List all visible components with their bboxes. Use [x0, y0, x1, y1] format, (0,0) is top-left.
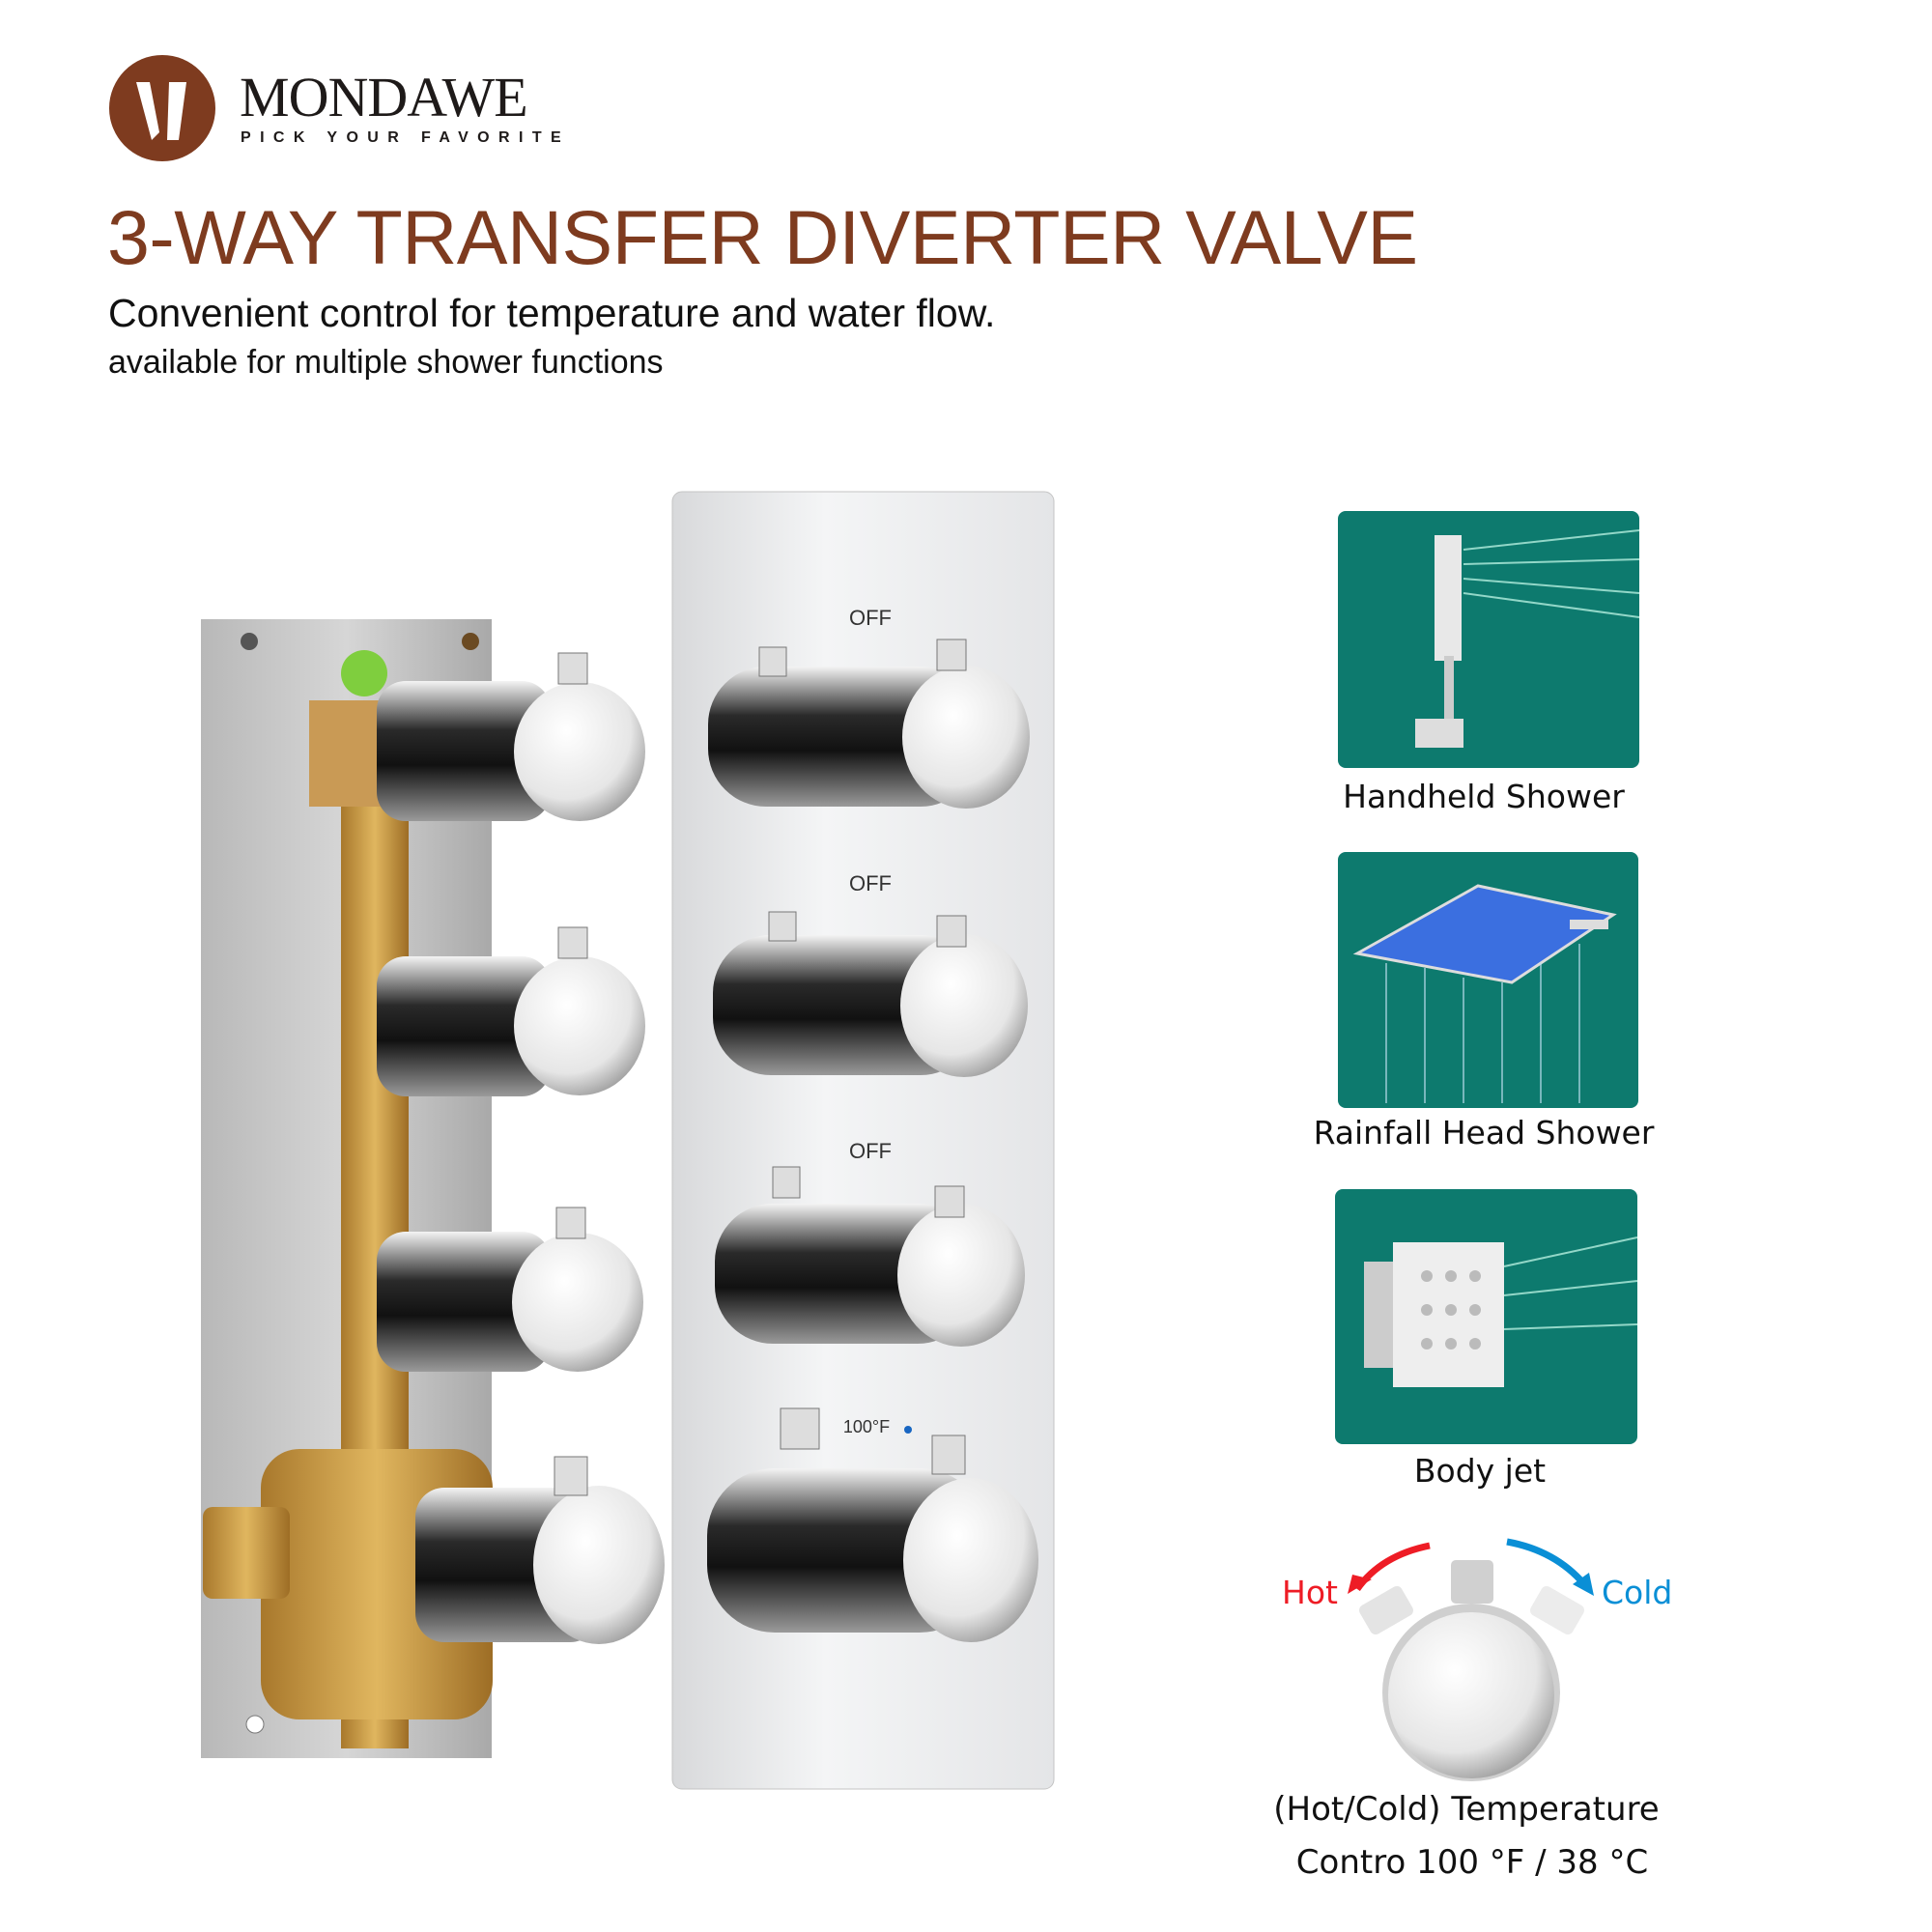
brand-tagline: PICK YOUR FAVORITE: [241, 129, 571, 146]
handheld-shower-image: [1338, 511, 1639, 768]
temperature-caption-line2: Contro 100 °F / 38 °C: [1295, 1843, 1649, 1882]
thermostat-diagram-knob: [1359, 1560, 1584, 1781]
subtitle-secondary: available for multiple shower functions: [108, 344, 664, 381]
body-jet-image: [1335, 1189, 1637, 1444]
thermostat-knob[interactable]: [707, 1407, 1038, 1642]
hot-label: Hot: [1282, 1574, 1338, 1611]
rough-in-knobs: [377, 652, 665, 1644]
off-label-2: OFF: [849, 871, 892, 895]
handheld-shower-icon: [1415, 529, 1639, 748]
rough-in-valve: [201, 619, 665, 1758]
logo-m-icon: [136, 82, 186, 140]
brand-name: MONDAWE: [240, 66, 528, 128]
diverter-knob-bodyjet[interactable]: [715, 1166, 1025, 1347]
off-label-1: OFF: [849, 606, 892, 630]
hot-arrow-icon: [1354, 1542, 1431, 1592]
caption-rainfall: Rainfall Head Shower: [1313, 1114, 1655, 1151]
body-jet-icon: [1364, 1236, 1637, 1387]
brand-logo: [109, 55, 215, 161]
off-label-3: OFF: [849, 1139, 892, 1163]
diverter-knob-handheld[interactable]: [708, 639, 1030, 809]
rainfall-shower-icon: [1352, 884, 1617, 1103]
cold-arrow-icon: [1506, 1538, 1587, 1587]
level-bubble-icon: [341, 650, 387, 696]
caption-handheld: Handheld Shower: [1343, 778, 1625, 815]
diverter-knob-rainfall[interactable]: [713, 911, 1028, 1077]
temperature-marker: 100°F: [842, 1417, 891, 1436]
cold-label: Cold: [1602, 1574, 1673, 1611]
caption-body-jet: Body jet: [1413, 1452, 1547, 1490]
subtitle: Convenient control for temperature and w…: [108, 291, 996, 335]
page-title: 3-WAY TRANSFER DIVERTER VALVE: [107, 194, 1418, 280]
rainfall-shower-image: [1338, 852, 1638, 1108]
temperature-caption-line1: (Hot/Cold) Temperature: [1273, 1790, 1660, 1829]
trim-plate: [671, 491, 1055, 1790]
